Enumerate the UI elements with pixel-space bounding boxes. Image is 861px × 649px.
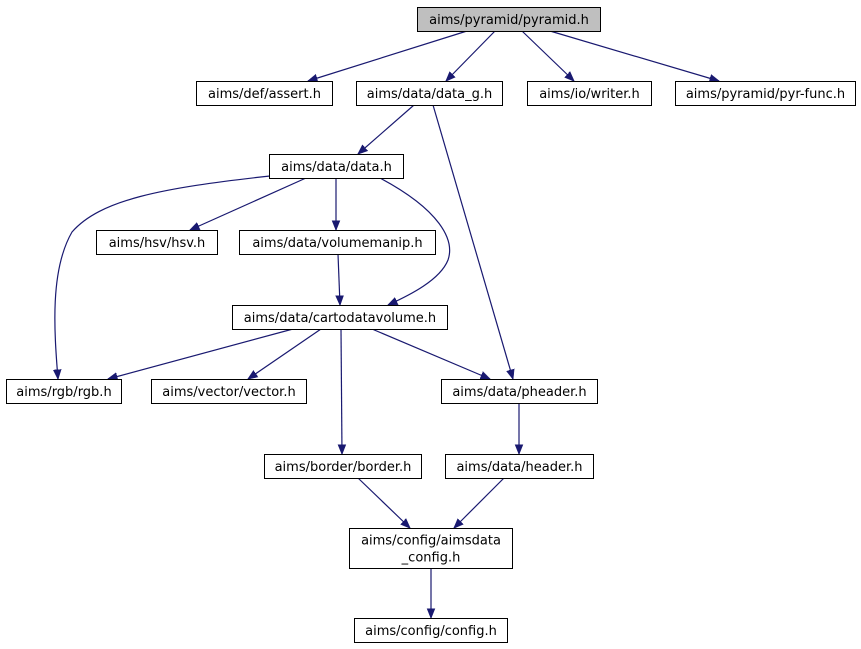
edge-data-to-rgb — [55, 175, 271, 379]
edge-volumemanip-to-cartodatavolume — [338, 253, 340, 305]
node-pheader[interactable]: aims/data/pheader.h — [441, 379, 598, 404]
node-label-pyrfunc: aims/pyramid/pyr-func.h — [686, 87, 845, 102]
node-box-volumemanip — [239, 230, 436, 255]
edge-border-to-aimsdata_config — [357, 477, 410, 528]
node-box-data_g — [356, 81, 503, 106]
node-cartodatavolume[interactable]: aims/data/cartodatavolume.h — [232, 305, 448, 330]
node-box-vector — [151, 379, 307, 404]
node-label-pheader: aims/data/pheader.h — [452, 385, 586, 400]
edge-header-to-aimsdata_config — [454, 477, 505, 528]
edge-data_g-to-data — [358, 104, 415, 154]
node-label-data_g: aims/data/data_g.h — [367, 87, 492, 102]
node-label-pyramid: aims/pyramid/pyramid.h — [429, 13, 589, 28]
node-border[interactable]: aims/border/border.h — [264, 454, 422, 479]
node-box-aimsdata_config — [349, 528, 513, 569]
edge-data-to-cartodatavolume — [379, 177, 451, 306]
node-writer[interactable]: aims/io/writer.h — [527, 81, 652, 106]
edges-layer — [55, 30, 719, 618]
node-vector[interactable]: aims/vector/vector.h — [151, 379, 307, 404]
edge-data-to-hsv — [190, 177, 307, 231]
node-box-pyramid — [417, 7, 601, 32]
edge-cartodatavolume-to-pheader — [371, 328, 490, 380]
node-rgb[interactable]: aims/rgb/rgb.h — [6, 379, 122, 404]
node-box-pyrfunc — [675, 81, 856, 106]
edge-data_g-to-pheader — [432, 104, 513, 379]
node-label-data: aims/data/data.h — [281, 160, 392, 175]
node-label-volumemanip: aims/data/volumemanip.h — [252, 236, 422, 251]
node-box-rgb — [6, 379, 122, 404]
node-label-hsv: aims/hsv/hsv.h — [109, 236, 206, 251]
node-label-vector: aims/vector/vector.h — [162, 385, 295, 400]
node-box-config — [354, 618, 508, 643]
node-config[interactable]: aims/config/config.h — [354, 618, 508, 643]
nodes-layer: aims/pyramid/pyramid.h aims/def/assert.h a… — [6, 7, 856, 643]
node-box-cartodatavolume — [232, 305, 448, 330]
edge-cartodatavolume-to-rgb — [108, 328, 294, 379]
node-box-header — [445, 454, 594, 479]
node-data_g[interactable]: aims/data/data_g.h — [356, 81, 503, 106]
node-label-writer: aims/io/writer.h — [539, 87, 640, 102]
node-pyrfunc[interactable]: aims/pyramid/pyr-func.h — [675, 81, 856, 106]
node-label-aimsdata_config-line1: aims/config/aimsdata — [361, 534, 501, 549]
node-assert[interactable]: aims/def/assert.h — [196, 81, 333, 106]
node-box-hsv — [96, 230, 218, 255]
node-label-rgb: aims/rgb/rgb.h — [16, 385, 111, 400]
edge-cartodatavolume-to-vector — [248, 328, 322, 379]
node-hsv[interactable]: aims/hsv/hsv.h — [96, 230, 218, 255]
node-label-header: aims/data/header.h — [456, 460, 582, 475]
node-box-pheader — [441, 379, 598, 404]
node-aimsdata_config[interactable]: aims/config/aimsdata _config.h — [349, 528, 513, 569]
edge-pyramid-to-assert — [308, 30, 468, 81]
edge-pyramid-to-writer — [521, 30, 574, 81]
node-box-border — [264, 454, 422, 479]
node-data[interactable]: aims/data/data.h — [269, 154, 404, 179]
node-label-cartodatavolume: aims/data/cartodatavolume.h — [244, 311, 436, 326]
node-box-assert — [196, 81, 333, 106]
node-label-assert: aims/def/assert.h — [208, 87, 321, 102]
edge-cartodatavolume-to-border — [341, 328, 342, 454]
node-label-border: aims/border/border.h — [275, 460, 412, 475]
edge-pyramid-to-data_g — [446, 30, 496, 81]
node-label-aimsdata_config-line2: _config.h — [401, 551, 461, 566]
node-header[interactable]: aims/data/header.h — [445, 454, 594, 479]
edge-pyramid-to-pyrfunc — [549, 30, 719, 81]
node-pyramid: aims/pyramid/pyramid.h — [417, 7, 601, 32]
node-label-config: aims/config/config.h — [365, 624, 497, 639]
node-box-data — [269, 154, 404, 179]
node-volumemanip[interactable]: aims/data/volumemanip.h — [239, 230, 436, 255]
node-box-writer — [527, 81, 652, 106]
